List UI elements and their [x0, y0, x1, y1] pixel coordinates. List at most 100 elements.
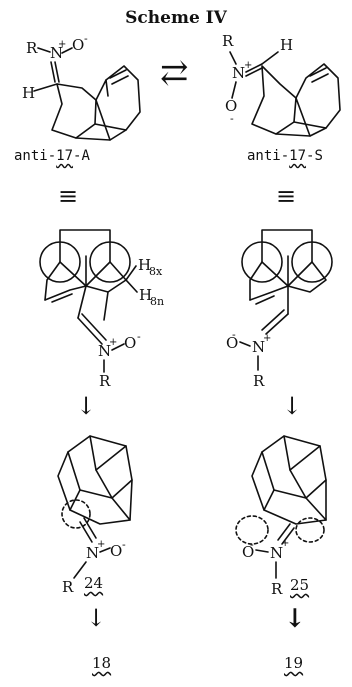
- atom-O: O: [110, 542, 122, 560]
- arrow-down-right-1: ↓: [282, 392, 303, 420]
- atom-R: R: [271, 580, 283, 598]
- cage-bridge: [95, 469, 113, 499]
- bond-N-O: [239, 341, 251, 347]
- charge-plus: +: [109, 337, 117, 348]
- cage-bottom: [305, 479, 327, 521]
- alkene-bond: [309, 67, 327, 77]
- alkene-bond-2: [311, 73, 329, 83]
- label-anti-17-A: anti-17-A: [14, 148, 90, 164]
- bond-N-O: [111, 343, 125, 351]
- compound-number-19: 19: [284, 654, 304, 672]
- cage-bottom: [111, 479, 133, 521]
- bond-C-N: [265, 313, 289, 335]
- structure-24: N + O - R: [57, 435, 133, 596]
- double-bond-C-N: [83, 517, 97, 539]
- atom-N: N: [86, 544, 99, 562]
- bond-N-O: [255, 549, 269, 553]
- ring-bond-4: [109, 261, 127, 281]
- cage-base: [263, 509, 327, 525]
- atom-O: O: [124, 334, 136, 352]
- bond-C-CH: [103, 291, 109, 321]
- bond-R-N: [229, 51, 237, 65]
- atom-O: O: [226, 334, 238, 352]
- atom-H8n: H: [139, 286, 152, 304]
- atom-H: H: [22, 84, 35, 102]
- cage-base: [69, 509, 131, 525]
- ring-bond-2: [44, 261, 61, 301]
- bond-N-O: [99, 547, 111, 553]
- arrow-down-left-2: ↓: [86, 604, 107, 632]
- cage-left: [57, 451, 81, 511]
- double-bond-C-N: [81, 313, 107, 341]
- charge-minus: -: [232, 328, 236, 341]
- bond-H8n: [125, 279, 138, 293]
- bond-to-ch: [77, 285, 87, 319]
- atom-N: N: [270, 544, 283, 562]
- ring-double: [255, 295, 275, 305]
- double-bond-N-C: [245, 63, 263, 73]
- equivalent-left: ≡: [58, 182, 79, 210]
- atom-R: R: [253, 372, 265, 390]
- alkene-bond-2: [111, 75, 129, 85]
- bond-N-O: [231, 81, 237, 99]
- structure-right-mid: N + O - R: [226, 229, 333, 390]
- cage-top: [59, 229, 111, 263]
- compound-number-25: 25: [290, 576, 310, 594]
- orbital-lobe-right: [295, 517, 325, 543]
- bond-C-H: [261, 51, 279, 65]
- ring-double: [51, 293, 73, 303]
- charge-plus: +: [244, 60, 252, 71]
- cage-bridge: [59, 261, 111, 287]
- equilibrium-arrow: ⇄: [160, 53, 189, 93]
- charge-minus: -: [84, 32, 88, 45]
- atom-R: R: [99, 372, 111, 390]
- label-anti-17-S: anti-17-S: [247, 148, 323, 164]
- structure-left-mid: H 8x H 8n N + O - R: [39, 229, 164, 390]
- atom-N: N: [252, 338, 265, 356]
- atom-N: N: [98, 342, 111, 360]
- double-bond-C-N: [281, 527, 295, 545]
- bond-N-R: [73, 561, 87, 579]
- bond-C-N: [79, 521, 93, 543]
- charge-plus: +: [58, 39, 66, 50]
- orbital-lobe: [61, 499, 91, 529]
- bond-C-N: [77, 317, 103, 345]
- charge-minus: -: [230, 112, 234, 125]
- atom-O: O: [242, 543, 254, 561]
- charge-minus: -: [250, 538, 254, 551]
- cage-bond: [105, 79, 109, 97]
- atom-H: H: [280, 36, 293, 54]
- atom-N: N: [50, 44, 63, 62]
- structure-anti-17-A: R N + O - H: [22, 32, 141, 141]
- charge-plus: +: [281, 538, 289, 549]
- charge-minus: -: [137, 330, 141, 343]
- cage-bridge: [295, 97, 311, 137]
- cage-ring-1: [251, 65, 297, 135]
- ring-bond-1: [44, 285, 87, 301]
- atom-O: O: [72, 36, 84, 54]
- double-bond-line: [50, 61, 56, 83]
- atom-R: R: [222, 32, 234, 50]
- atom-N: N: [232, 64, 245, 82]
- atom-R: R: [26, 39, 38, 57]
- ring-bond-2: [249, 261, 263, 301]
- subscript-8n: 8n: [150, 295, 164, 308]
- cage-ring-2: [94, 65, 141, 131]
- ring-bond-1: [249, 285, 289, 301]
- bond-N-C: [54, 61, 60, 83]
- alkene-bond: [109, 69, 127, 79]
- arrow-down-left-1: ↓: [76, 392, 97, 420]
- atom-H8x: H: [138, 256, 151, 274]
- cage-bridge: [95, 99, 111, 141]
- bond-R-N: [37, 47, 51, 53]
- cage-bridge: [289, 469, 307, 499]
- cage-ring-2: [293, 63, 341, 129]
- bond-C-N: [277, 523, 291, 541]
- atom-O: O: [225, 97, 237, 115]
- scheme-title: Scheme IV: [125, 8, 227, 28]
- charge-plus: +: [97, 539, 105, 550]
- equivalent-right: ≡: [276, 182, 297, 210]
- bond-N-O: [61, 47, 73, 54]
